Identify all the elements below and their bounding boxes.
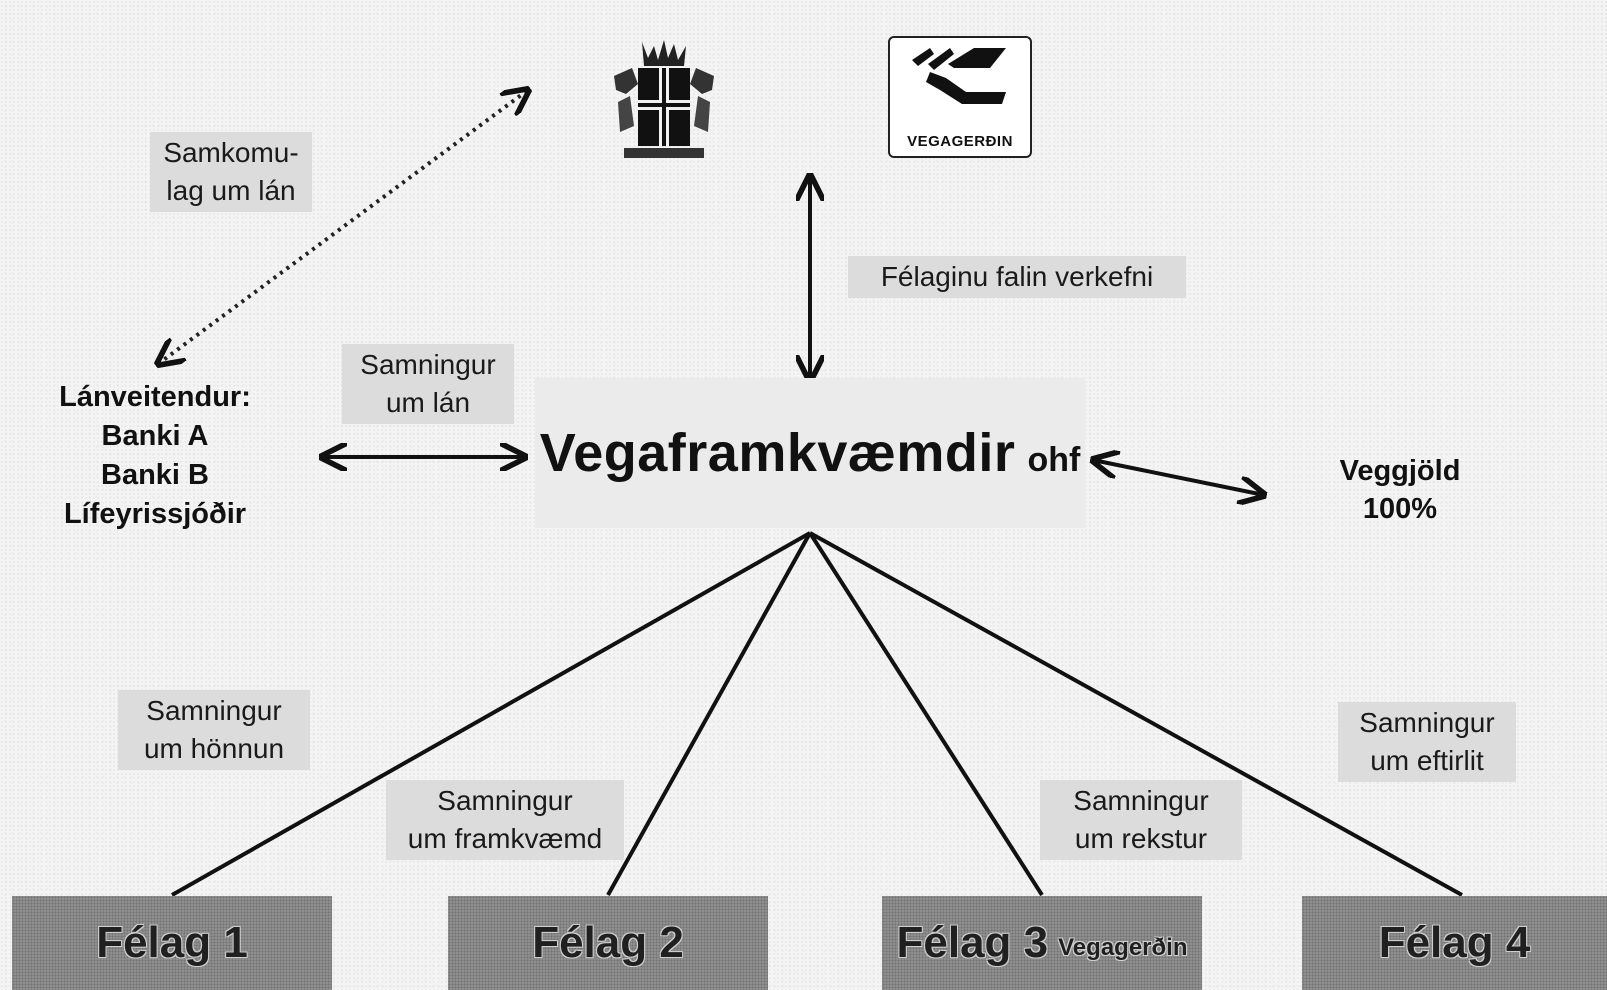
lender-item: Lífeyrissjóðir <box>63 498 247 530</box>
tolls-block: Veggjöld 100% <box>1280 452 1520 528</box>
label-line: um framkvæmd <box>407 823 603 854</box>
label-line: Samningur <box>1073 785 1209 816</box>
lenders-heading: Lánveitendur: <box>59 381 251 413</box>
label-line: um hönnun <box>143 733 285 764</box>
line-to-felag-1 <box>171 531 811 897</box>
label-line: Samningur <box>146 695 282 726</box>
lender-item: Banki B <box>101 459 209 491</box>
lenders-block: Lánveitendur: Banki A Banki B Lífeyrissj… <box>40 378 270 534</box>
label-loan-agreement-government: Samkomu- lag um lán <box>150 132 312 212</box>
label-line: lag um lán <box>166 175 296 206</box>
lender-item: Banki A <box>101 420 209 452</box>
company-suffix: ohf <box>1027 440 1081 479</box>
arrow-company-tolls <box>1093 460 1264 495</box>
label-construction-contract: Samningur um framkvæmd <box>386 780 624 860</box>
label-line: Samningur <box>1359 707 1495 738</box>
coat-of-arms-icon <box>604 36 724 164</box>
felag-sublabel: Vegagerðin <box>1058 934 1188 961</box>
felag-2-box: Félag 2 <box>448 896 768 990</box>
felag-4-box: Félag 4 <box>1302 896 1607 990</box>
line-to-felag-4 <box>809 531 1463 897</box>
felag-label: Félag 1 <box>96 918 248 967</box>
tolls-label: Veggjöld <box>1339 455 1461 487</box>
road-logo-icon <box>912 48 1006 104</box>
central-company: Vegaframkvæmdir ohf <box>535 378 1085 528</box>
felag-label: Félag 4 <box>1378 918 1531 967</box>
label-operation-contract: Samningur um rekstur <box>1040 780 1242 860</box>
tolls-share: 100% <box>1362 493 1438 525</box>
vegagerdin-logo-text: VEGAGERÐIN <box>907 133 1013 150</box>
label-line: um lán <box>385 387 471 418</box>
label-line: Félaginu falin verkefni <box>880 261 1154 292</box>
felag-label: Félag 2 <box>532 918 684 967</box>
felag-label: Félag 3 <box>896 918 1049 967</box>
label-tasks-assigned: Félaginu falin verkefni <box>848 256 1186 298</box>
label-supervision-contract: Samningur um eftirlit <box>1338 702 1516 782</box>
label-line: Samningur <box>360 349 496 380</box>
felag-3-box: Félag 3 Vegagerðin <box>882 896 1202 990</box>
label-line: Samkomu- <box>163 137 299 168</box>
label-design-contract: Samningur um hönnun <box>118 690 310 770</box>
label-loan-contract: Samningur um lán <box>342 344 514 424</box>
felag-1-box: Félag 1 <box>12 896 332 990</box>
vegagerdin-logo: VEGAGERÐIN <box>888 36 1032 158</box>
label-line: um rekstur <box>1074 823 1208 854</box>
line-to-felag-2 <box>606 532 812 896</box>
company-name: Vegaframkvæmdir <box>539 423 1016 483</box>
line-to-felag-3 <box>808 531 1044 897</box>
label-line: um eftirlit <box>1370 745 1484 776</box>
label-line: Samningur <box>437 785 573 816</box>
